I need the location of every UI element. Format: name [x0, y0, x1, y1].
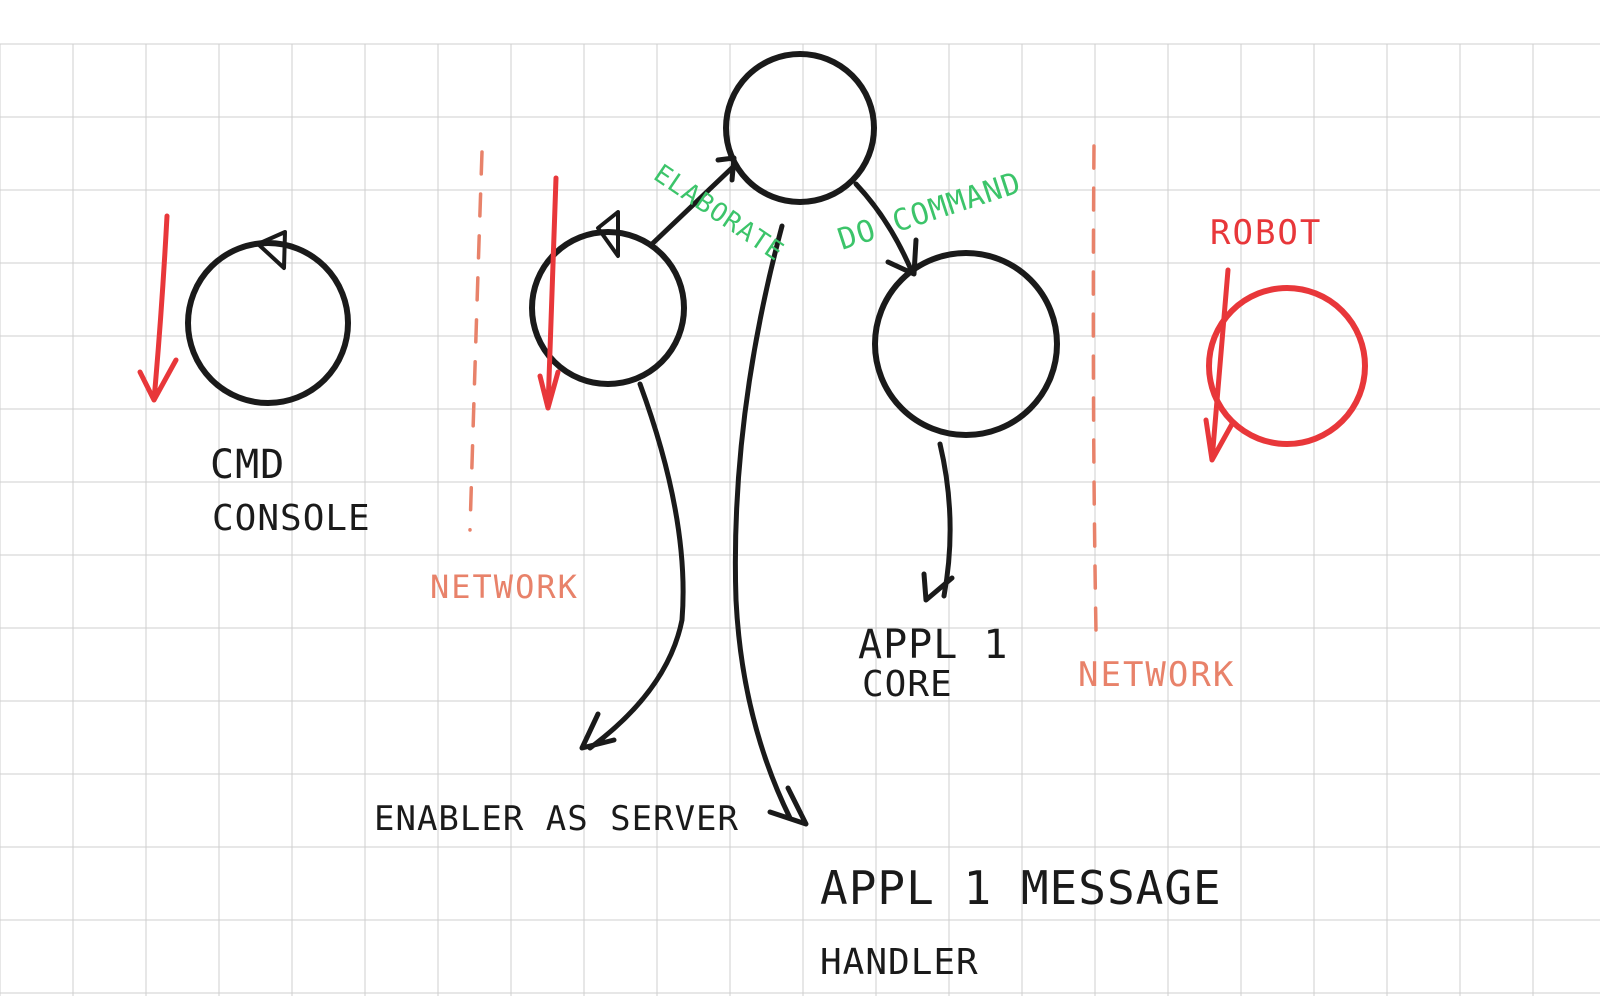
enabler-as-server-label: ENABLER AS SERVER — [374, 799, 739, 839]
cmd-console-node — [185, 240, 351, 406]
robot-node — [1206, 285, 1368, 447]
cmd-label: CMD — [210, 442, 285, 488]
appl-core-label-arrow — [921, 441, 955, 603]
do-command-label: DO COMMAND — [834, 165, 1026, 257]
network-separator-right — [1091, 144, 1098, 634]
message-handler-label-arrow — [732, 223, 809, 827]
appl-core-label-line2: CORE — [862, 664, 953, 705]
elaborate-label: ELABORATE — [648, 159, 789, 268]
robot-red-arrow-icon — [1203, 267, 1235, 463]
do-command-arrow — [853, 181, 919, 277]
network-label-right: NETWORK — [1078, 655, 1235, 695]
robot-label: ROBOT — [1210, 213, 1322, 253]
appl-core-label-line1: APPL 1 — [858, 622, 1009, 668]
message-handler-node — [723, 51, 877, 205]
enabler-label-arrow — [579, 381, 686, 751]
enabler-node — [529, 229, 687, 387]
appl-core-node — [872, 250, 1060, 438]
elaborate-arrow — [649, 155, 737, 247]
network-separator-left — [468, 150, 484, 532]
console-label: CONSOLE — [212, 498, 371, 539]
appl-message-label-line1: APPL 1 MESSAGE — [820, 861, 1222, 915]
cmd-console-loop-arrow-icon — [256, 230, 287, 270]
network-label-left: NETWORK — [430, 568, 579, 606]
appl-message-label-line2: HANDLER — [820, 942, 979, 983]
cmd-console-red-arrow-icon — [137, 213, 179, 403]
enabler-red-arrow-icon — [537, 175, 561, 411]
enabler-loop-arrow-icon — [596, 210, 620, 258]
